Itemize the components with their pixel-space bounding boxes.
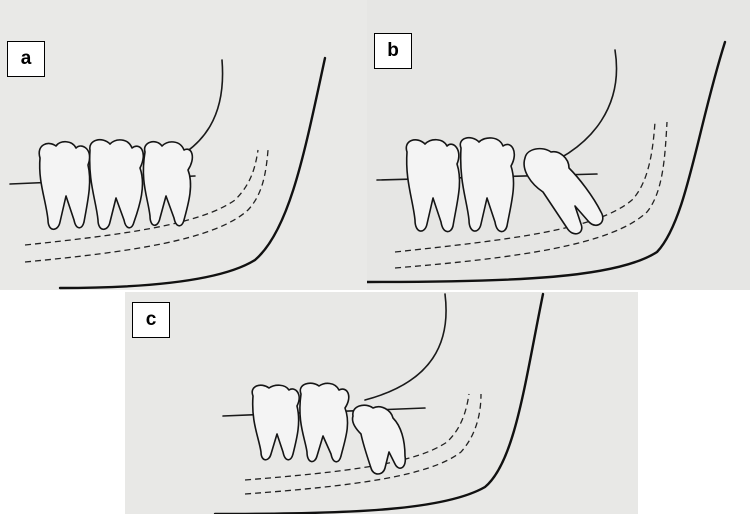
molar-1 — [251, 384, 300, 461]
panel-label-c: c — [132, 302, 170, 338]
molar-2 — [88, 138, 145, 231]
canal-lower — [244, 393, 482, 495]
molar-2 — [459, 136, 516, 233]
panel-a: a — [0, 0, 367, 290]
ramus-inner-curve — [364, 293, 447, 401]
canal-upper — [394, 121, 656, 253]
mandible-outline — [58, 56, 327, 290]
panel-label-a: a — [7, 41, 45, 77]
molar-2 — [299, 382, 350, 463]
canal-lower — [394, 121, 668, 269]
molar-3 — [142, 140, 194, 227]
canal-upper — [24, 149, 259, 246]
panel-c: c — [125, 292, 638, 514]
molar-1 — [405, 138, 461, 233]
impacted-molar — [351, 404, 407, 475]
panel-b-drawing — [367, 40, 727, 284]
panel-a-drawing — [9, 56, 327, 290]
canal-lower — [24, 149, 269, 263]
mandible-outline — [367, 40, 727, 284]
panel-b: b — [367, 0, 750, 290]
mandible-outline — [213, 292, 545, 514]
molar-1 — [38, 140, 91, 231]
impacted-molar — [523, 147, 604, 235]
panel-label-b: b — [374, 33, 412, 69]
canal-upper — [244, 393, 470, 481]
panel-c-drawing — [213, 292, 545, 514]
